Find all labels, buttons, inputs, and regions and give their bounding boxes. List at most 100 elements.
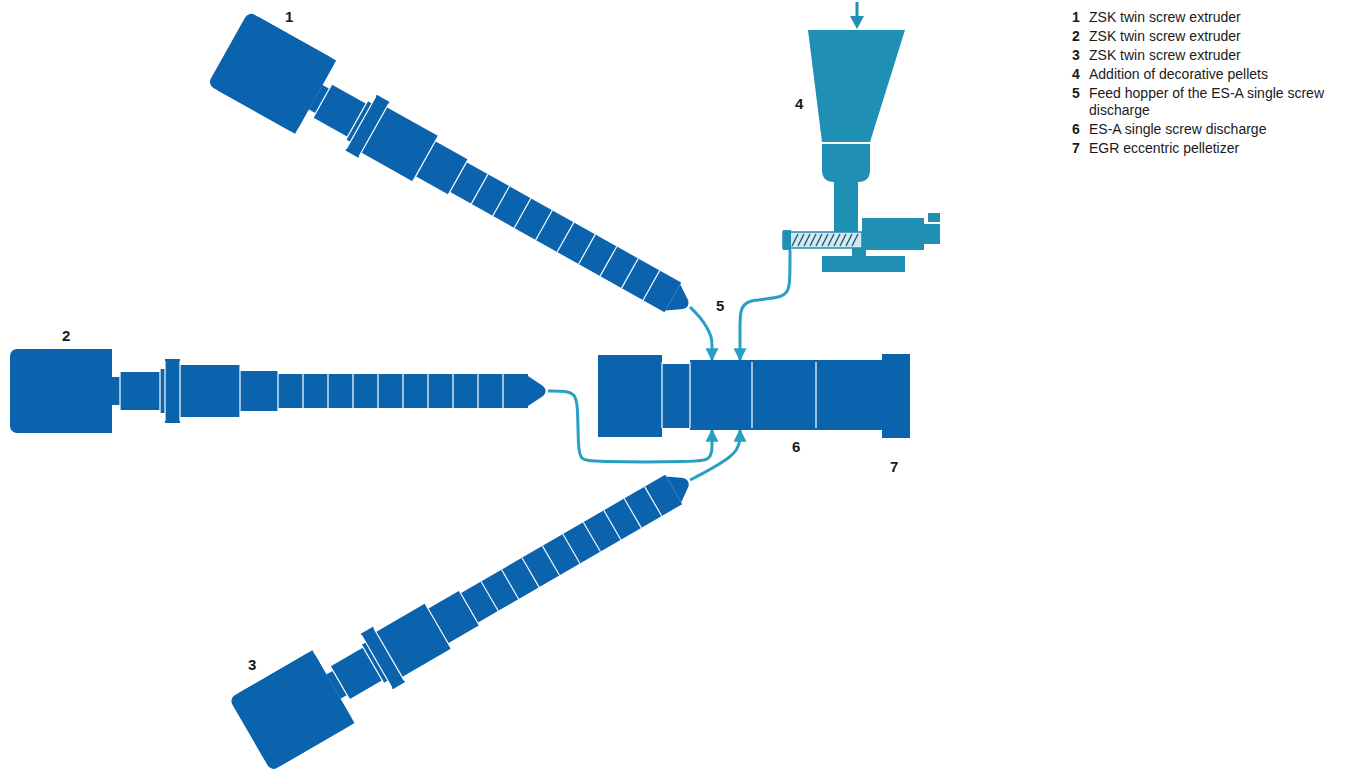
key-number: 4	[1072, 66, 1089, 83]
key-number: 2	[1072, 28, 1089, 45]
section-joint	[454, 582, 484, 634]
screw-flight	[846, 234, 852, 246]
screw-flight	[792, 234, 798, 246]
key-text: ES-A single screw discharge	[1089, 121, 1335, 138]
callout-number: 1	[285, 8, 293, 25]
section-joint	[411, 133, 440, 185]
callout-number: 7	[890, 458, 898, 475]
extruder-section	[278, 374, 528, 408]
callout-number: 5	[716, 297, 724, 314]
barrel-joint	[542, 546, 559, 575]
barrel-joint	[624, 498, 641, 527]
section-joint	[119, 361, 120, 421]
key-text: ZSK twin screw extruder	[1089, 9, 1335, 26]
extruder-section	[240, 371, 278, 411]
key-row: 1ZSK twin screw extruder	[1072, 9, 1335, 26]
section-joint	[325, 657, 355, 709]
melt-flow-arrow	[690, 307, 712, 360]
key-text: ZSK twin screw extruder	[1089, 47, 1335, 64]
section-joint	[342, 94, 371, 146]
section-joint	[374, 628, 404, 680]
screw-flight	[822, 234, 828, 246]
section-joint	[359, 104, 388, 156]
barrel-joint	[481, 581, 498, 610]
key-text: ZSK twin screw extruder	[1089, 28, 1335, 45]
key-number: 3	[1072, 47, 1089, 64]
feed-arrowhead	[850, 16, 864, 29]
key-row: 7EGR eccentric pelletizer	[1072, 140, 1335, 157]
key-row: 5Feed hopper of the ES-A single screw di…	[1072, 85, 1335, 119]
node-shape	[8, 325, 548, 440]
barrel-joint	[327, 374, 328, 408]
barrel-joint	[689, 362, 690, 428]
section-joint	[179, 361, 180, 421]
node-shape	[196, 2, 690, 307]
node-shape	[598, 360, 882, 430]
barrel-joint	[514, 198, 531, 228]
screw-flight	[852, 234, 858, 246]
melt-flow-arrow	[740, 250, 790, 360]
discharge-barrel	[690, 360, 882, 430]
nozzle	[665, 284, 695, 319]
barrel-joint	[643, 271, 660, 301]
section-joint	[277, 361, 278, 421]
barrel-joint	[352, 374, 353, 408]
callout-number: 3	[248, 656, 256, 673]
barrel-joint	[471, 174, 488, 204]
doser-base	[822, 256, 905, 272]
hopper-neck	[834, 182, 858, 232]
barrel-joint	[402, 374, 403, 408]
barrel-joint	[751, 362, 752, 428]
callout-number: 2	[62, 327, 70, 344]
section-joint	[164, 361, 165, 421]
key-row: 4Addition of decorative pellets	[1072, 66, 1335, 83]
hopper	[808, 30, 905, 142]
pelletizer-body	[882, 354, 910, 438]
barrel-joint	[604, 510, 621, 539]
extruder-section	[160, 369, 165, 413]
barrel-joint	[622, 258, 639, 288]
key-row: 3ZSK twin screw extruder	[1072, 47, 1335, 64]
barrel-joint	[661, 362, 662, 428]
section-joint	[423, 600, 453, 652]
barrel-joint	[502, 374, 503, 408]
section-joint	[346, 96, 375, 148]
extruder-section	[461, 475, 683, 623]
discharge-gearbox	[598, 355, 662, 437]
barrel-joint	[536, 210, 553, 240]
key-number: 5	[1072, 85, 1089, 102]
extruder-section	[180, 365, 240, 417]
nozzle	[666, 468, 695, 502]
key-number: 6	[1072, 121, 1089, 138]
doser-stand	[852, 248, 866, 256]
doser-motor	[928, 213, 940, 222]
twin-screw-extruder: 2	[8, 325, 548, 440]
barrel-joint	[302, 374, 303, 408]
section-joint	[308, 75, 337, 127]
barrel-joint	[583, 522, 600, 551]
key-text: EGR eccentric pelletizer	[1089, 140, 1335, 157]
key-row: 2ZSK twin screw extruder	[1072, 28, 1335, 45]
callout-number: 6	[792, 438, 800, 455]
key-number: 7	[1072, 140, 1089, 157]
extruder-section	[450, 162, 681, 312]
twin-screw-extruder: 3	[230, 480, 690, 772]
barrel-joint	[377, 374, 378, 408]
pellet-doser: 4	[780, 25, 945, 250]
key-text: Feed hopper of the ES-A single screw dis…	[1089, 85, 1335, 119]
screw-flight	[840, 234, 846, 246]
barrel-joint	[557, 222, 574, 252]
screw-flight	[816, 234, 822, 246]
barrel-joint	[563, 534, 580, 563]
twin-screw-extruder: 1	[196, 2, 690, 307]
screw-flight	[828, 234, 834, 246]
barrel-joint	[579, 234, 596, 264]
single-screw-discharge: 6	[598, 360, 882, 430]
barrel-joint	[600, 246, 617, 276]
nozzle	[528, 376, 546, 406]
screw-flight	[798, 234, 804, 246]
node-shape	[780, 25, 945, 250]
key-text: Addition of decorative pellets	[1089, 66, 1335, 83]
node-shape	[882, 354, 910, 438]
hopper-bottom	[822, 144, 870, 182]
